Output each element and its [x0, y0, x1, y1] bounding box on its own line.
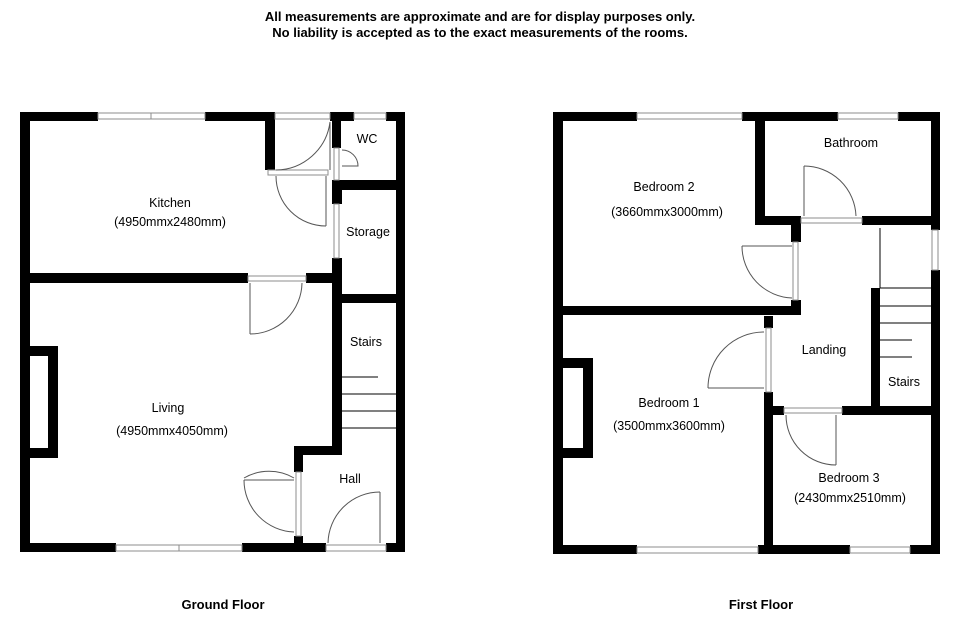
ff-bed3-window	[849, 546, 911, 554]
kitchen-size: (4950mmx2480mm)	[114, 215, 226, 229]
gf-hall-living-door-frame	[295, 471, 302, 537]
gf-living-east-wall	[332, 258, 342, 453]
gf-east-wall	[396, 112, 405, 552]
gf-south-wall-1	[20, 543, 116, 552]
gf-living-door-swing	[249, 282, 303, 335]
ff-bathroom-south-wall-1	[755, 216, 801, 225]
ff-bed3-door-frame	[783, 407, 843, 414]
ff-bed3-door-swing	[785, 414, 837, 466]
ff-south-wall-2	[758, 545, 850, 554]
ff-bed3-north-wall-2	[842, 406, 940, 415]
first-floor-title: First Floor	[729, 597, 793, 612]
bedroom-1-label: Bedroom 1	[638, 396, 699, 410]
ff-bathroom-door-swing	[803, 165, 857, 217]
ff-west-wall	[553, 112, 563, 554]
gf-south-wall-3	[386, 543, 405, 552]
gf-kitchen-living-wall	[20, 273, 248, 283]
ff-landing-west-wall-mid	[791, 300, 801, 315]
ff-landing-window	[931, 229, 939, 271]
ff-bed1-window	[636, 546, 759, 554]
gf-kitchen-door-frame	[267, 169, 329, 176]
ff-chimney-recess	[563, 368, 583, 448]
gf-front-door-swing	[327, 491, 381, 544]
gf-storage-door-frame	[333, 203, 340, 259]
ground-floor-plan: Kitchen (4950mmx2480mm) WC Storage Stair…	[20, 112, 405, 612]
gf-hall-west-wall	[294, 446, 303, 472]
gf-west-wall	[20, 112, 30, 552]
gf-wc-door-frame	[333, 147, 340, 181]
gf-stairs-north-wall	[342, 294, 398, 303]
gf-lobby-door-swing	[275, 121, 331, 171]
gf-wc-window	[353, 112, 387, 120]
ff-bed2-window	[636, 112, 743, 120]
ff-south-wall-1	[553, 545, 637, 554]
landing-label: Landing	[802, 343, 847, 357]
living-size: (4950mmx4050mm)	[116, 424, 228, 438]
gf-lobby-west-wall	[265, 112, 275, 170]
gf-wc-door-swing	[341, 149, 359, 167]
storage-label: Storage	[346, 225, 390, 239]
ff-stairs-label: Stairs	[888, 375, 920, 389]
gf-living-door-frame	[247, 275, 307, 282]
gf-hall-door-swing	[243, 470, 295, 479]
ff-north-wall-2	[742, 112, 838, 121]
ff-east-wall-1	[931, 112, 940, 230]
ff-bathroom-window	[837, 112, 899, 120]
gf-north-wall-4	[386, 112, 405, 121]
ground-floor-title: Ground Floor	[181, 597, 264, 612]
gf-front-door-frame	[325, 544, 387, 552]
bedroom-1-size: (3500mmx3600mm)	[613, 419, 725, 433]
ff-bed1-door-swing	[707, 331, 765, 389]
ff-south-wall-3	[910, 545, 940, 554]
ff-north-wall-1	[553, 112, 637, 121]
wc-label: WC	[357, 132, 378, 146]
gf-storage-west-wall	[332, 180, 342, 204]
first-floor-plan: Bedroom 2 (3660mmx3000mm) Bathroom Landi…	[553, 112, 940, 612]
ff-bathroom-south-wall-2	[862, 216, 940, 225]
gf-stairs-label: Stairs	[350, 335, 382, 349]
gf-kitchen-living-wall-2	[306, 273, 342, 283]
gf-north-wall-1	[20, 112, 98, 121]
bedroom-3-size: (2430mmx2510mm)	[794, 491, 906, 505]
bedroom-3-label: Bedroom 3	[818, 471, 879, 485]
gf-wc-west-wall	[332, 112, 341, 148]
ff-bed2-door-swing	[741, 245, 793, 299]
ff-bed3-north-wall-1	[764, 406, 784, 415]
ff-bed1-east-wall	[764, 392, 773, 554]
bedroom-2-size: (3660mmx3000mm)	[611, 205, 723, 219]
gf-storage-north-wall	[332, 180, 398, 190]
gf-south-wall-2	[242, 543, 326, 552]
ff-bed2-bed1-wall	[553, 306, 799, 315]
gf-hall-north-wall	[294, 446, 342, 455]
gf-lobby-window	[274, 112, 331, 120]
gf-kitchen-door-swing	[275, 175, 327, 227]
disclaimer: All measurements are approximate and are…	[0, 9, 960, 41]
bedroom-2-label: Bedroom 2	[633, 180, 694, 194]
ff-bed1-door-frame	[765, 327, 772, 393]
ff-bed1-east-wall-top	[764, 316, 773, 328]
gf-north-wall-3	[330, 112, 354, 121]
living-label: Living	[152, 401, 185, 415]
ff-bed2-door-frame	[792, 241, 799, 301]
gf-chimney-recess	[30, 356, 48, 448]
hall-label: Hall	[339, 472, 361, 486]
ff-north-wall-3	[898, 112, 940, 121]
disclaimer-line-1: All measurements are approximate and are…	[264, 9, 696, 24]
ff-bathroom-door-frame	[800, 217, 863, 224]
ff-landing-west-wall-top	[791, 216, 801, 242]
gf-hall-door-swing-2	[243, 479, 295, 533]
disclaimer-line-2: No liability is accepted as to the exact…	[272, 25, 688, 40]
ff-stairs-west-wall	[871, 288, 880, 408]
kitchen-label: Kitchen	[149, 196, 191, 210]
ff-bathroom-west-wall	[755, 112, 765, 224]
gf-hall-west-wall-2	[294, 536, 303, 552]
bathroom-label: Bathroom	[824, 136, 878, 150]
gf-north-wall-2	[205, 112, 275, 121]
